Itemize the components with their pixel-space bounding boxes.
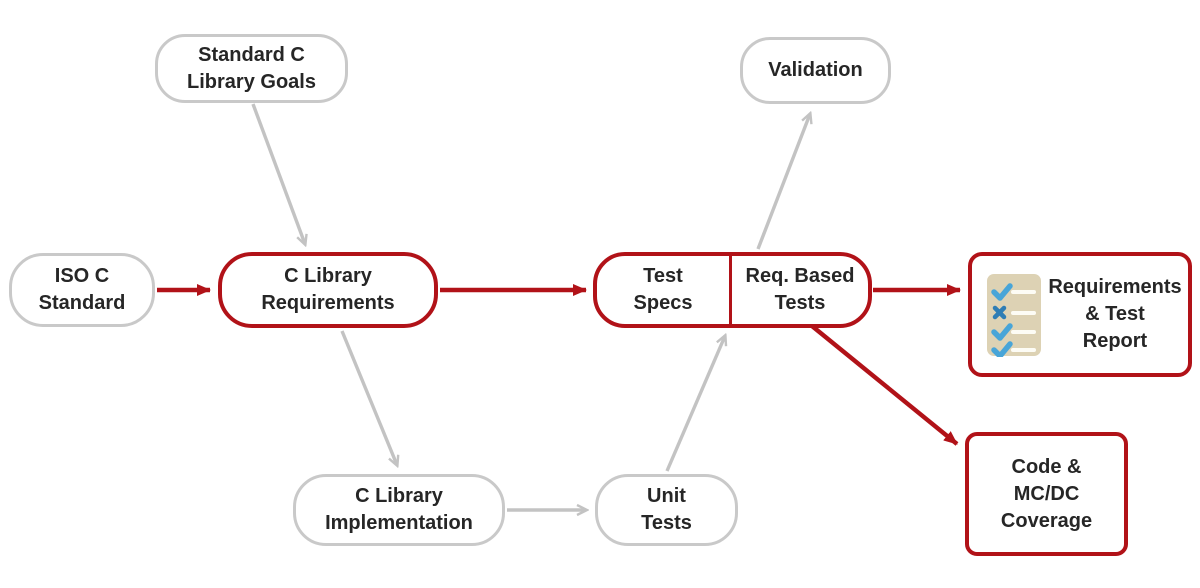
node-label: C Library Implementation	[325, 485, 473, 534]
node-iso-c-standard: ISO C Standard	[9, 253, 155, 327]
checklist-icon	[986, 273, 1042, 357]
cell-req-based-tests: Req. Based Tests	[729, 256, 868, 324]
edge-goals-to-requirements	[251, 103, 305, 244]
node-c-library-implementation: C Library Implementation	[293, 474, 505, 546]
node-label: Requirements & Test Report	[1048, 276, 1182, 352]
node-test-specs-req-based-tests: Test Specs Req. Based Tests	[593, 252, 872, 328]
node-requirements-test-report: Requirements & Test Report	[968, 252, 1192, 377]
node-label: Standard C Library Goals	[187, 43, 316, 93]
edge-req-based-to-validation	[756, 114, 810, 250]
edge-unit-tests-to-test-specs	[665, 336, 725, 472]
node-c-library-requirements: C Library Requirements	[218, 252, 438, 328]
node-label: Test Specs	[633, 265, 693, 314]
node-standard-c-library-goals: Standard C Library Goals	[155, 34, 348, 103]
node-label: Validation	[768, 59, 863, 81]
node-unit-tests: Unit Tests	[595, 474, 738, 546]
node-label: Unit Tests	[641, 485, 692, 534]
node-label: C Library Requirements	[261, 265, 395, 314]
node-validation: Validation	[740, 37, 891, 104]
node-label: Code & MC/DC Coverage	[1000, 455, 1093, 532]
node-label: ISO C Standard	[38, 265, 126, 314]
node-label: Req. Based Tests	[745, 265, 855, 314]
cell-test-specs: Test Specs	[597, 256, 729, 324]
edge-req-based-to-coverage	[810, 324, 959, 446]
node-code-mcdc-coverage: Code & MC/DC Coverage	[965, 432, 1128, 556]
edge-requirements-to-implementation	[340, 330, 397, 465]
